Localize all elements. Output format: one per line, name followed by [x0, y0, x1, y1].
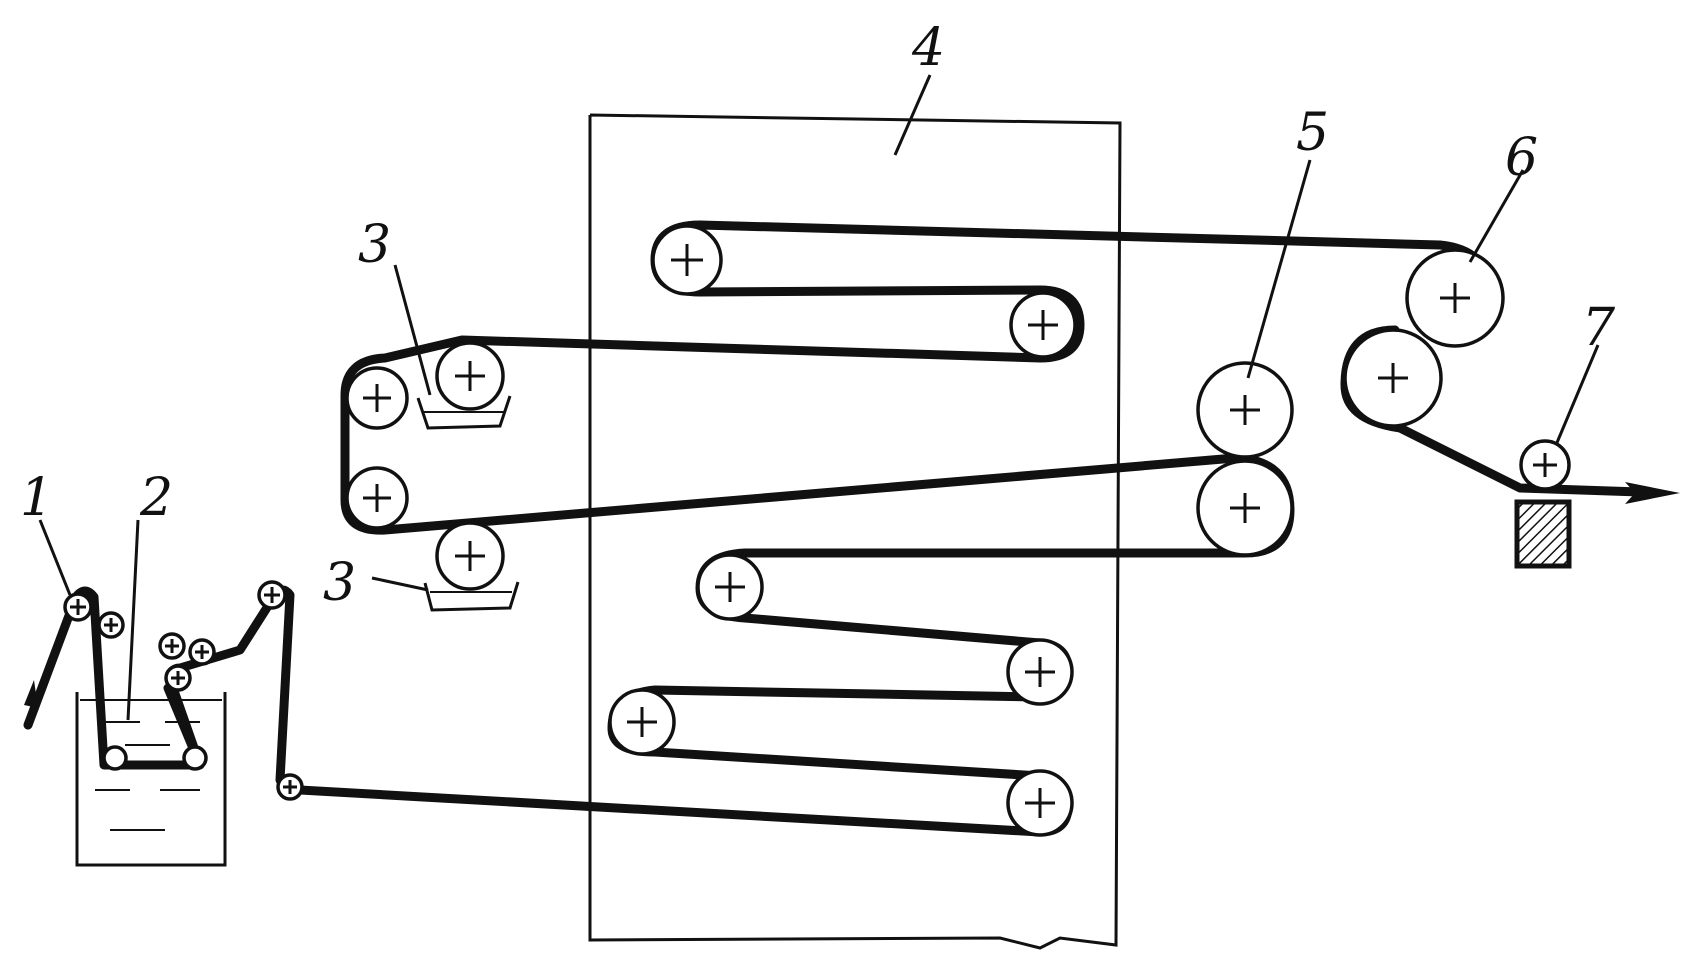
- roller-chamber-top-left: [651, 224, 723, 296]
- roller-bath-left: [102, 745, 128, 771]
- roller-guide-bottom: [276, 773, 304, 801]
- roller-chamber-bottom-right: [1006, 769, 1074, 837]
- roller-5-bottom: [1196, 459, 1294, 557]
- roller-squeeze-c: [164, 664, 192, 692]
- roller-entry-1: [63, 592, 93, 622]
- label-6: 6: [1505, 128, 1538, 188]
- fabric-web: [23, 220, 1645, 837]
- roller-left-upper: [345, 366, 409, 430]
- roller-chamber-upper-right: [1009, 291, 1077, 359]
- roller-6-bottom: [1343, 328, 1443, 428]
- roller-tray-lower: [435, 521, 505, 591]
- knife-block-icon: [1514, 499, 1572, 569]
- label-4: 4: [911, 18, 945, 78]
- roller-chamber-lower-left: [608, 688, 676, 756]
- label-3-upper: 3: [358, 215, 391, 275]
- label-3-lower: 3: [323, 553, 356, 613]
- roller-left-lower: [345, 466, 409, 530]
- input-arrow-icon: [24, 680, 38, 708]
- roller-chamber-mid-left: [696, 553, 764, 621]
- roller-5-top: [1196, 361, 1294, 459]
- tray-upper: [416, 395, 512, 430]
- roller-guide-top: [257, 580, 287, 610]
- label-5: 5: [1296, 103, 1329, 163]
- roller-chamber-mid-right: [1006, 638, 1074, 706]
- chamber-box: [588, 113, 1122, 950]
- label-7: 7: [1582, 298, 1616, 358]
- leader-lines: [38, 74, 1600, 721]
- tray-lower: [423, 581, 520, 612]
- roller-entry-2: [97, 611, 125, 639]
- label-2: 2: [139, 468, 173, 528]
- output-arrow-icon: [1625, 482, 1680, 504]
- roller-squeeze-b: [188, 638, 216, 666]
- label-1: 1: [20, 468, 53, 528]
- roller-tray-upper: [435, 341, 505, 411]
- roller-6-top: [1405, 248, 1505, 348]
- roller-squeeze-a: [158, 632, 186, 660]
- roller-bath-right: [182, 745, 208, 771]
- roller-7: [1519, 439, 1571, 491]
